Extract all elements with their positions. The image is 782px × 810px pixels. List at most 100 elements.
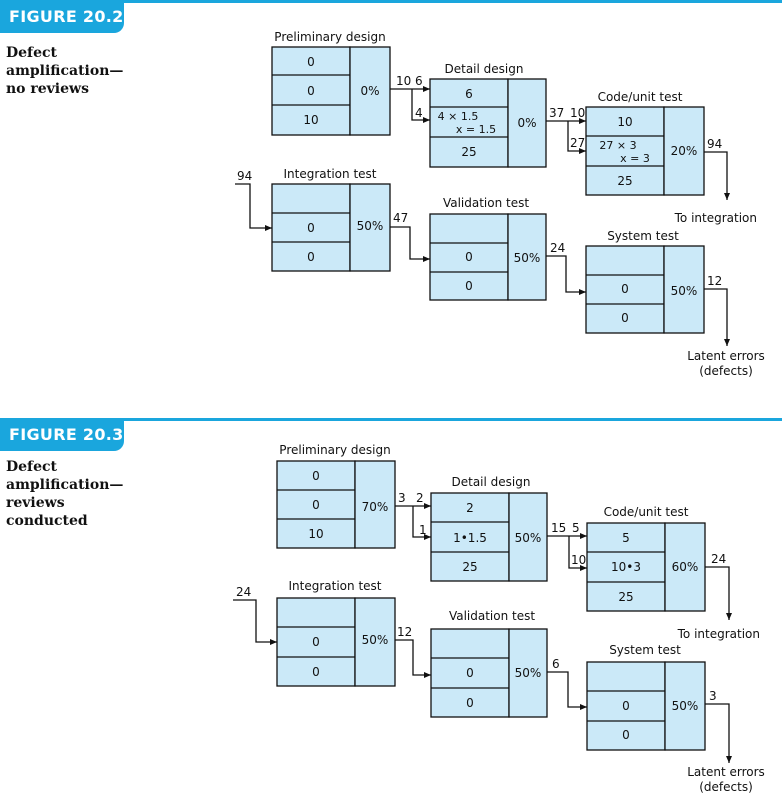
caption-line: Defect — [6, 45, 57, 61]
errors-amplified: 0 — [622, 699, 630, 713]
newly-generated-errors: 0 — [312, 665, 320, 679]
errors-passed-through: 6 — [465, 87, 473, 101]
stage-system-test: System test 0 0 50% — [586, 643, 706, 751]
stage-detail-design: Detail design 2 1•1.5 25 50% — [430, 475, 548, 582]
flow-count: 6 — [552, 657, 560, 671]
to-integration-label: To integration — [677, 627, 760, 641]
flow-code-output — [705, 566, 732, 620]
flow-count: 10 — [570, 106, 585, 120]
flow-count: 27 — [570, 136, 585, 150]
figure-header-rule — [0, 0, 782, 3]
flow-prelim-to-detail — [390, 86, 430, 123]
detection-efficiency: 50% — [362, 633, 389, 647]
flow-count: 3 — [709, 689, 717, 703]
detection-efficiency: 50% — [672, 699, 699, 713]
flow-count: 6 — [415, 74, 423, 88]
detection-efficiency: 20% — [671, 144, 698, 158]
flow-count: 2 — [416, 491, 424, 505]
errors-amplified: 0 — [466, 666, 474, 680]
stage-title: Preliminary design — [279, 443, 390, 457]
caption-line: reviews — [6, 495, 65, 511]
stage-validation-test: Validation test 0 0 50% — [430, 609, 548, 718]
latent-errors-label: Latent errors — [687, 349, 765, 363]
stage-validation-test: Validation test 0 0 50% — [429, 196, 547, 301]
flow-count: 24 — [711, 552, 726, 566]
caption-line: conducted — [6, 513, 88, 529]
figure-label: FIGURE 20.2 — [0, 0, 124, 33]
flow-count: 94 — [237, 169, 252, 183]
errors-amplified: 0 — [307, 221, 315, 235]
flow-count: 47 — [393, 211, 408, 225]
newly-generated-errors: 0 — [307, 250, 315, 264]
flow-detail-to-code — [546, 118, 586, 154]
stage-system-test: System test 0 0 50% — [585, 229, 705, 334]
errors-passed-through: 10 — [617, 115, 632, 129]
flow-integration-to-validation — [390, 226, 430, 262]
amplification-factor: x = 1.5 — [456, 123, 496, 136]
errors-passed-through: 2 — [466, 501, 474, 515]
stage-integration-test: Integration test 0 0 50% — [276, 579, 396, 687]
latent-errors-sublabel: (defects) — [699, 364, 753, 378]
errors-passed-through: 0 — [312, 469, 320, 483]
flow-system-output — [705, 703, 732, 763]
flow-count: 3 — [398, 491, 406, 505]
flow-count: 1 — [419, 523, 427, 537]
detection-efficiency: 50% — [671, 284, 698, 298]
stage-preliminary-design: Preliminary design 0 0 10 0% — [271, 30, 391, 136]
errors-amplified: 4 × 1.5 — [438, 110, 479, 123]
detection-efficiency: 70% — [362, 500, 389, 514]
newly-generated-errors: 10 — [308, 527, 323, 541]
flow-into-integration — [235, 183, 272, 231]
stage-preliminary-design: Preliminary design 0 0 10 70% — [276, 443, 396, 549]
caption-line: Defect — [6, 459, 57, 475]
errors-amplified: 0 — [307, 84, 315, 98]
amplification-factor: x = 3 — [620, 152, 650, 165]
newly-generated-errors: 25 — [618, 590, 633, 604]
caption-line: no reviews — [6, 81, 89, 97]
stage-title: Code/unit test — [598, 90, 683, 104]
newly-generated-errors: 25 — [461, 145, 476, 159]
flow-count: 4 — [415, 106, 423, 120]
figure-20-2: FIGURE 20.2 Defect amplification— no rev… — [0, 0, 782, 395]
latent-errors-sublabel: (defects) — [699, 780, 753, 794]
newly-generated-errors: 0 — [622, 728, 630, 742]
figure-caption: Defect amplification— reviews conducted — [6, 458, 136, 530]
figure-label: FIGURE 20.3 — [0, 418, 124, 451]
flow-code-output — [704, 151, 730, 200]
stage-integration-test: Integration test 0 0 50% — [271, 167, 391, 272]
flow-validation-to-system — [547, 671, 587, 710]
stage-title: Integration test — [289, 579, 382, 593]
flow-count: 12 — [397, 625, 412, 639]
stage-title: System test — [607, 229, 679, 243]
stage-code-unit-test: Code/unit test 5 10•3 25 60% — [586, 505, 706, 612]
errors-amplified: 1•1.5 — [453, 531, 487, 545]
defect-amplification-diagram: Preliminary design 0 0 10 70% 3 2 1 Deta… — [233, 443, 765, 794]
detection-efficiency: 50% — [357, 219, 384, 233]
caption-line: amplification— — [6, 477, 124, 493]
flow-into-integration — [233, 599, 277, 645]
flow-detail-to-code — [547, 533, 587, 571]
stage-title: System test — [609, 643, 681, 657]
errors-amplified: 0 — [621, 282, 629, 296]
newly-generated-errors: 10 — [303, 113, 318, 127]
to-integration-label: To integration — [674, 211, 757, 225]
flow-count: 10 — [396, 74, 411, 88]
errors-passed-through: 0 — [307, 55, 315, 69]
detection-efficiency: 0% — [360, 84, 379, 98]
stage-title: Preliminary design — [274, 30, 385, 44]
flow-count: 10 — [571, 553, 586, 567]
stage-title: Validation test — [449, 609, 535, 623]
detection-efficiency: 50% — [514, 251, 541, 265]
errors-amplified: 10•3 — [611, 560, 641, 574]
flow-system-output — [704, 288, 730, 346]
stage-detail-design: Detail design 6 4 × 1.5 x = 1.5 25 0% — [429, 62, 547, 168]
flow-count: 5 — [572, 521, 580, 535]
stage-title: Code/unit test — [604, 505, 689, 519]
errors-passed-through: 5 — [622, 531, 630, 545]
flow-count: 12 — [707, 274, 722, 288]
flow-count: 24 — [236, 585, 251, 599]
figure-caption: Defect amplification— no reviews — [6, 44, 136, 98]
defect-amplification-diagram: Preliminary design 0 0 10 0% 10 6 4 Deta… — [235, 30, 765, 378]
errors-amplified: 27 × 3 — [599, 139, 636, 152]
newly-generated-errors: 0 — [621, 311, 629, 325]
